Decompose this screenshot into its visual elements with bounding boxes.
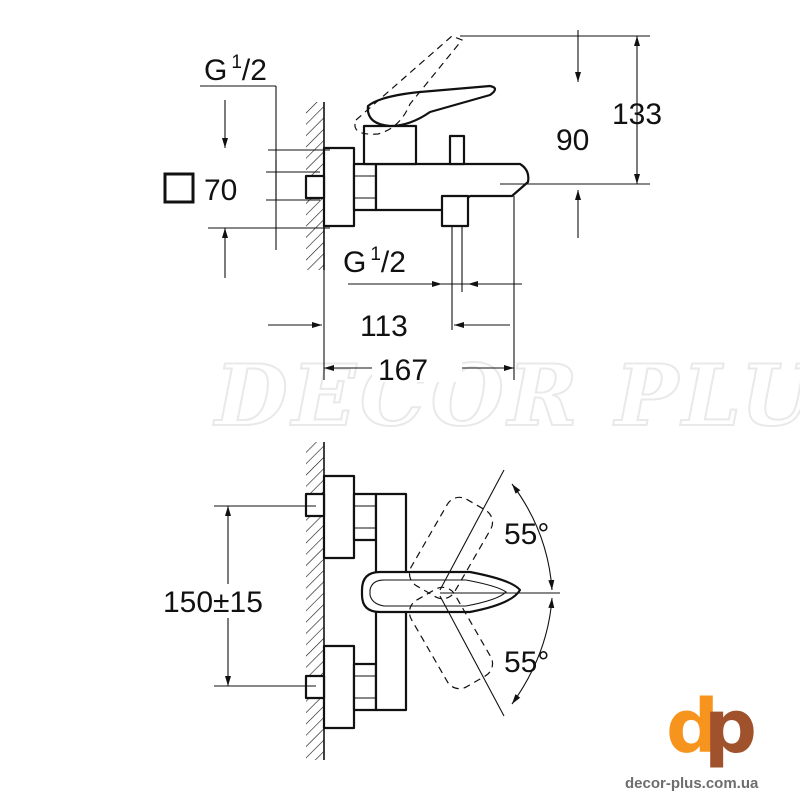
wall-hatch-front [306, 442, 324, 760]
square-symbol-icon [163, 172, 195, 204]
dim-center-distance: 150±15 [163, 586, 263, 619]
logo-letter-d: d [666, 684, 719, 770]
dim-depth-113: 113 [360, 310, 408, 343]
diverter-knob [448, 134, 466, 166]
wall-flange [322, 146, 356, 228]
logo-letter-p: p [704, 684, 757, 770]
cartridge-housing [362, 124, 418, 166]
lever-position-top [408, 496, 494, 600]
watermark: DECOR PLUS [213, 346, 800, 445]
dim-angle-top: 55° [504, 518, 549, 551]
nut-bottom [352, 662, 378, 712]
brand-logo: d p decor-plus.com.ua [625, 684, 759, 792]
spout-outlet [440, 194, 470, 228]
dim-height-133: 133 [612, 98, 662, 131]
lever-position-bottom [408, 586, 494, 690]
nut-top [352, 492, 378, 542]
logo-site-url: decor-plus.com.ua [625, 775, 759, 792]
dim-height-90: 90 [556, 124, 589, 157]
dim-depth-167: 167 [378, 354, 428, 387]
dim-square-width: 70 [204, 174, 237, 207]
front-view: 55° 55° 150±15 [162, 442, 560, 760]
lever-front [360, 570, 522, 614]
lever-closed [366, 84, 497, 128]
connector-nut [352, 162, 378, 212]
lever-open-outline [354, 35, 463, 135]
dim-angle-bottom: 55° [504, 646, 549, 679]
